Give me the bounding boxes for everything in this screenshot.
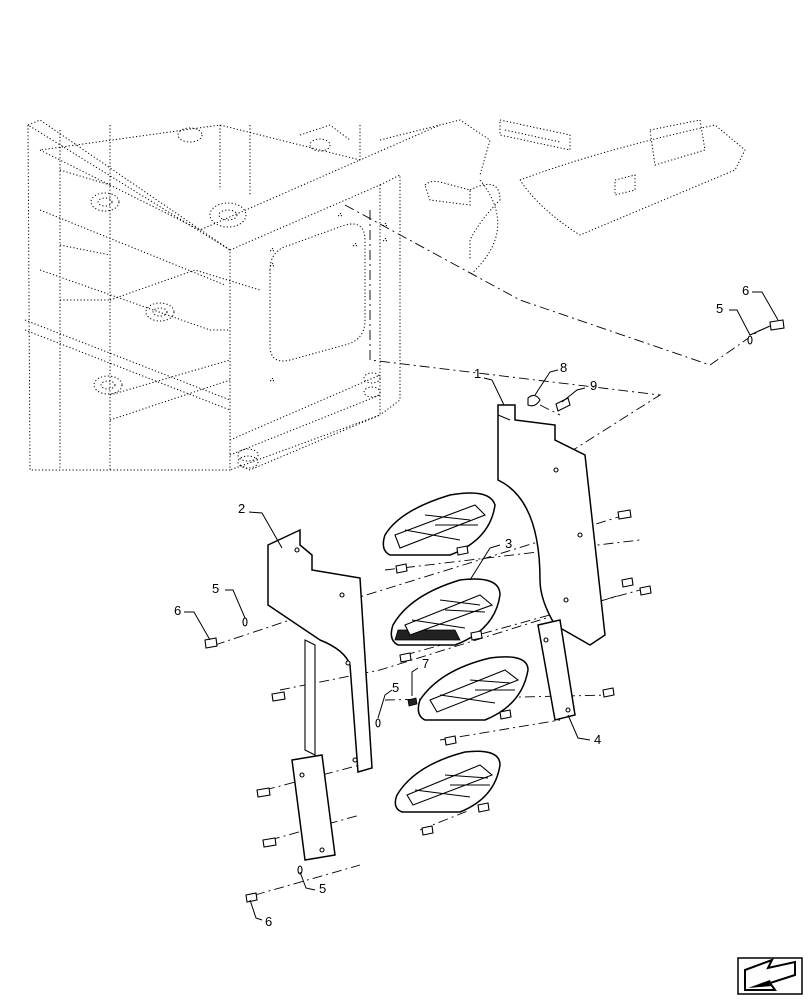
callout-2: 2 — [238, 501, 245, 516]
callout-6-bottom: 6 — [265, 914, 272, 929]
callout-9: 9 — [590, 378, 597, 393]
plate-part-4 — [537, 619, 576, 721]
step-3 — [390, 578, 501, 646]
step-1 — [382, 492, 496, 556]
step-2 — [417, 656, 529, 721]
callout-5-mid: 5 — [392, 680, 399, 695]
machine-frame-phantom — [24, 119, 746, 471]
callout-1: 1 — [474, 366, 481, 381]
callout-5-bottom: 5 — [319, 881, 326, 896]
callout-7: 7 — [422, 656, 429, 671]
callout-3: 3 — [505, 536, 512, 551]
callout-4: 4 — [594, 732, 601, 747]
callout-8: 8 — [560, 360, 567, 375]
callout-leaders — [184, 291, 779, 921]
fasteners — [204, 319, 785, 903]
callout-6-left: 6 — [174, 603, 181, 618]
callout-5-top: 5 — [716, 301, 723, 316]
callout-6-top: 6 — [742, 283, 749, 298]
plate-lower — [291, 754, 336, 861]
bracket-part-1 — [497, 404, 606, 646]
step-4 — [394, 750, 501, 813]
bracket-part-2 — [267, 528, 373, 773]
callout-labels: 1 2 3 4 5 6 5 6 7 5 8 9 5 6 — [174, 283, 749, 929]
callout-5-left: 5 — [212, 581, 219, 596]
next-page-arrow-icon[interactable] — [737, 957, 803, 995]
